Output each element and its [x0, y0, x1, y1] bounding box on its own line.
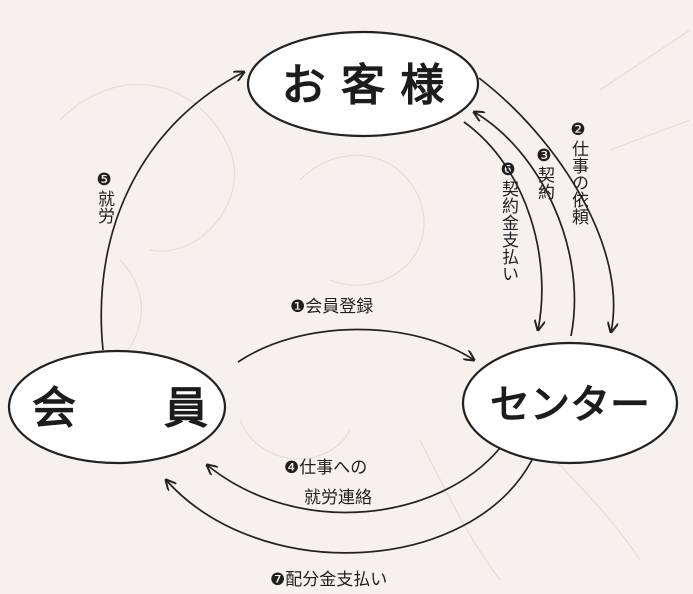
label-contract: ❸契約 — [534, 146, 555, 201]
arrow-job-request — [478, 77, 614, 332]
arrow-contract-payment — [463, 121, 542, 330]
label-work-notice-1: ❹仕事への — [284, 458, 367, 478]
arrow-contract — [474, 112, 576, 337]
label-member-registration: ❶会員登録 — [290, 297, 373, 317]
node-customer-label: お 客 様 — [282, 60, 446, 111]
label-employment: ❺就労 — [94, 170, 115, 225]
arrow-employment — [100, 72, 244, 351]
label-job-request: ❷仕事の依頼 — [568, 120, 589, 225]
arrow-allocation-payment — [166, 459, 533, 554]
label-work-notice-2: 就労連絡 — [304, 488, 372, 508]
node-center: センター — [461, 341, 679, 465]
label-allocation-payment: ❼配分金支払い — [270, 570, 387, 590]
arrow-member-registration — [237, 328, 474, 363]
label-contract-payment: ❻契約金支払い — [498, 160, 519, 282]
node-center-label: センター — [490, 382, 650, 428]
arrow-work-notice — [207, 447, 501, 514]
node-member-label: 会 員 — [32, 383, 208, 434]
node-customer: お 客 様 — [246, 30, 480, 138]
node-member: 会 員 — [7, 349, 227, 465]
